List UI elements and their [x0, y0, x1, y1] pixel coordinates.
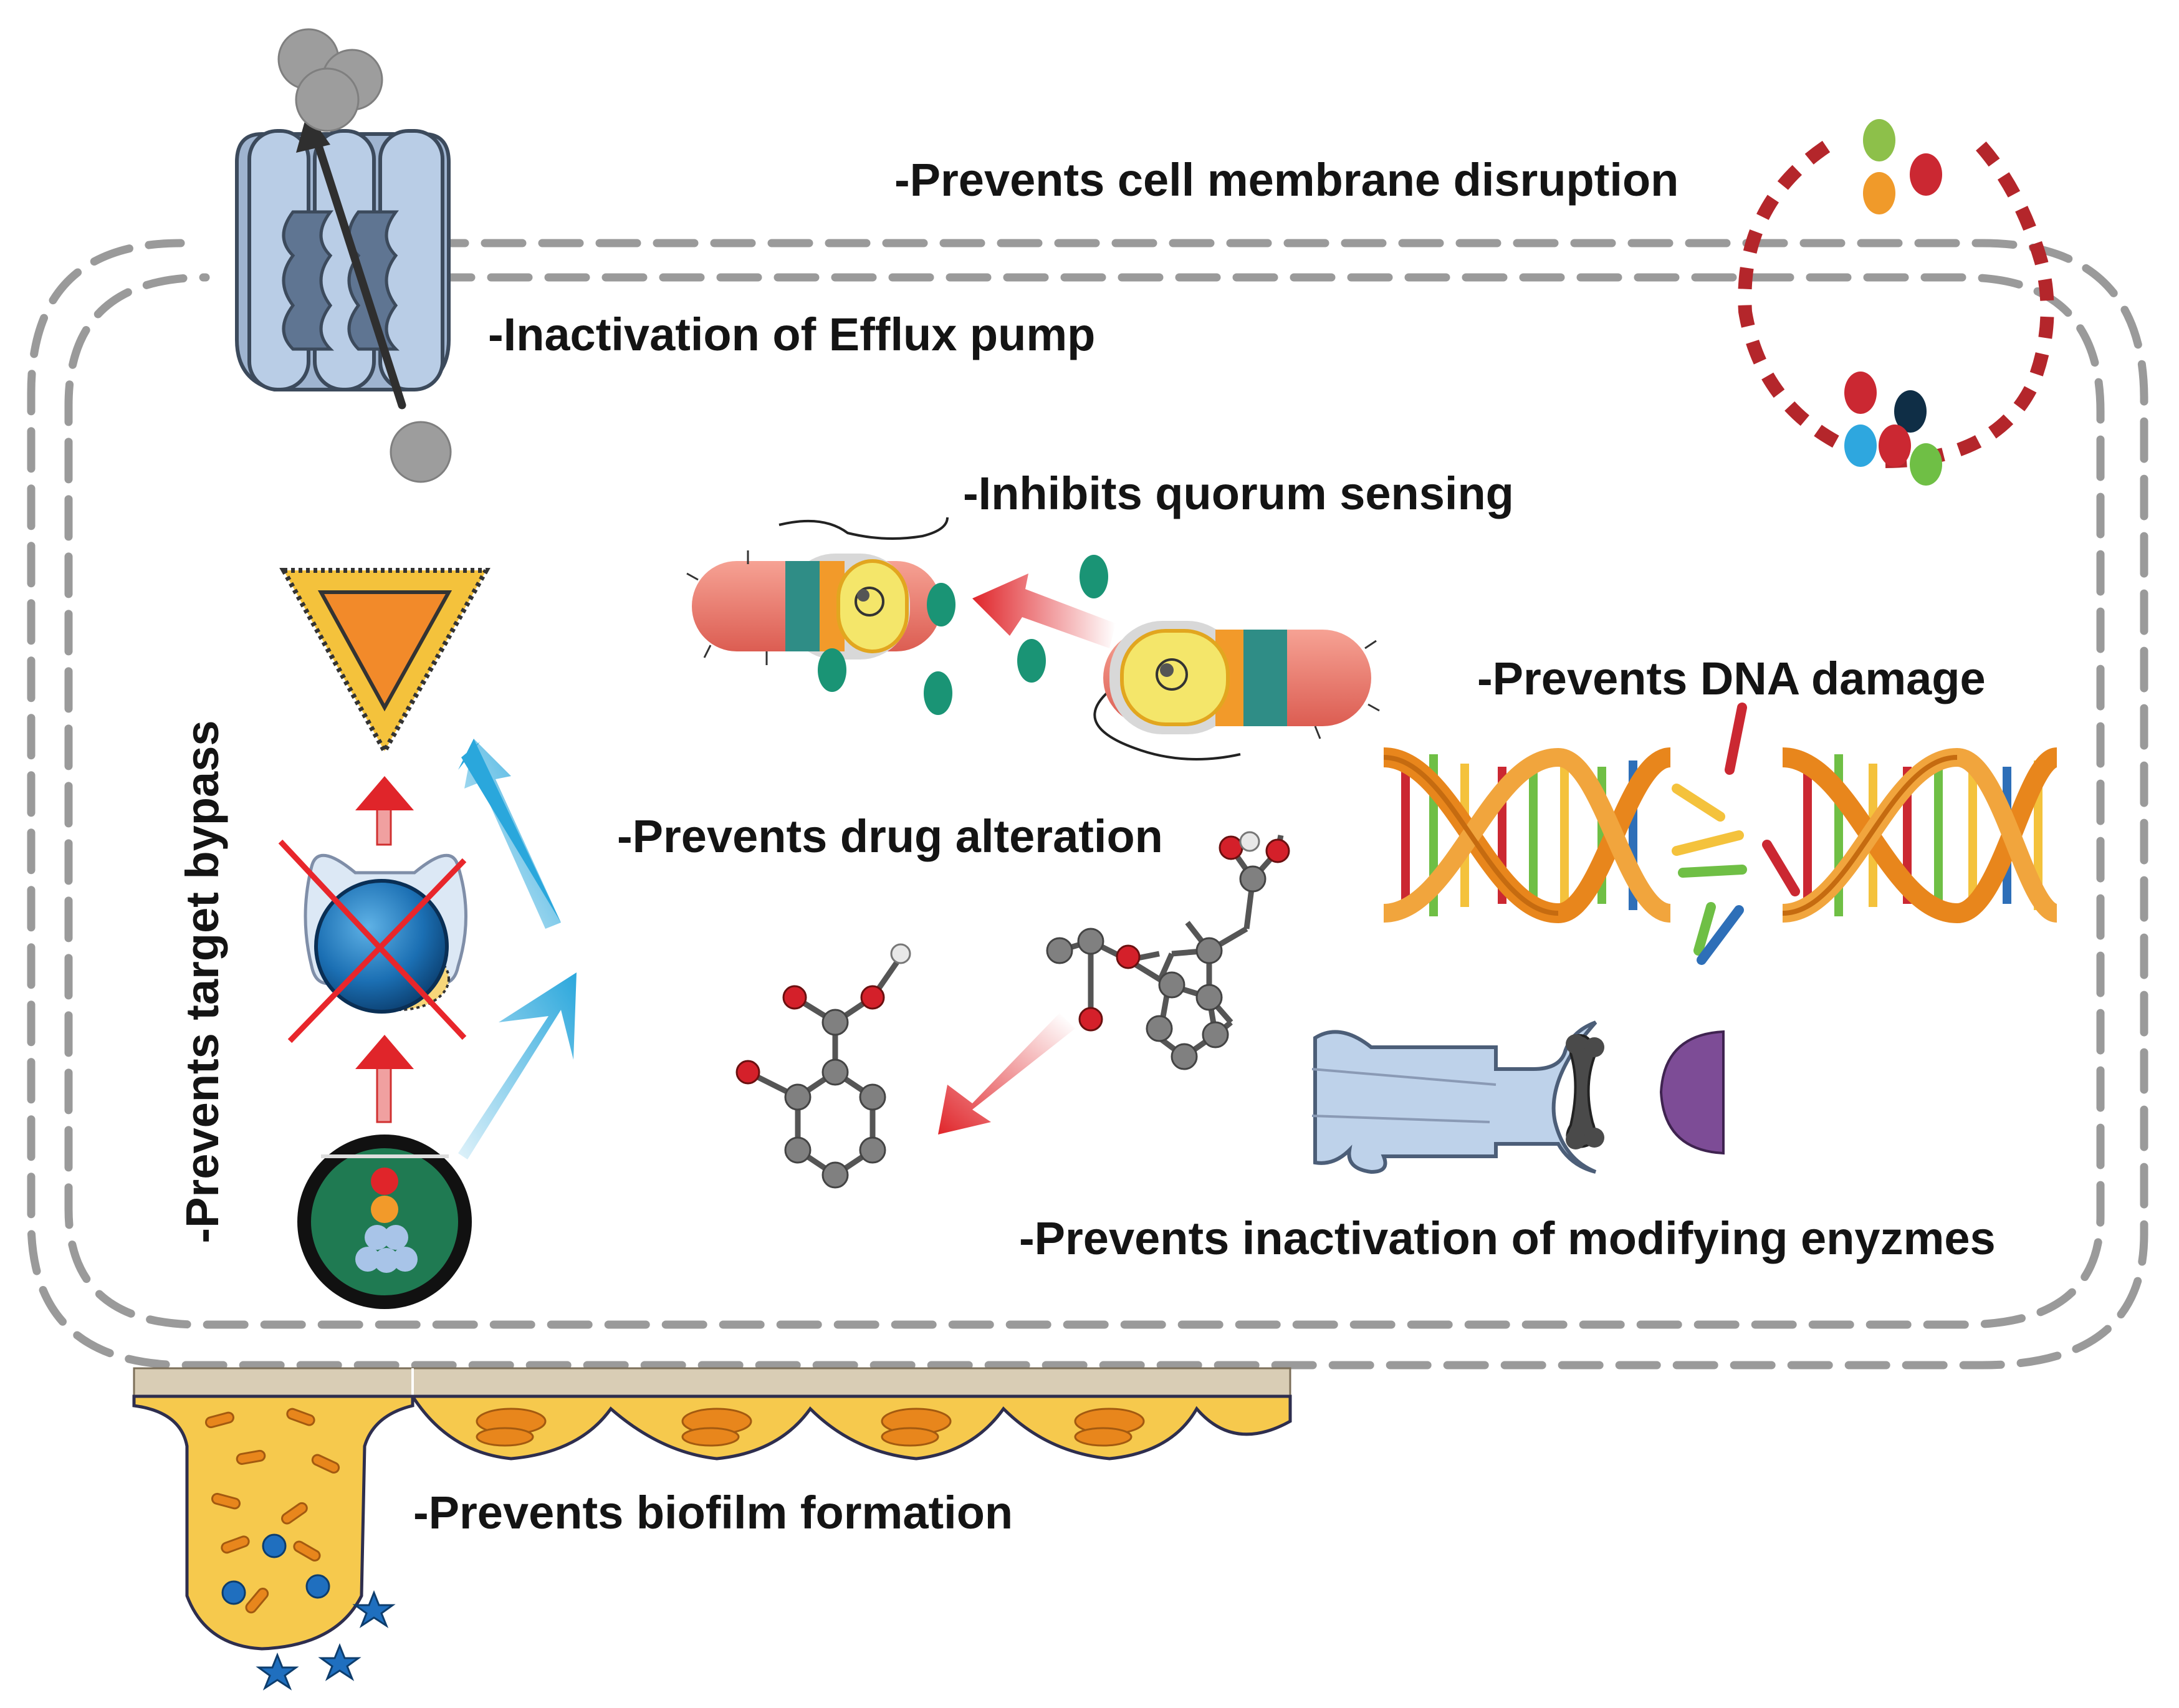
burst-membrane-icon — [1738, 119, 2054, 486]
salicylic-molecule-icon — [735, 943, 911, 1189]
cell-envelope — [27, 239, 2148, 1370]
inhibitor-half-disc-icon — [1659, 1030, 1725, 1155]
bacterium-left-icon — [686, 517, 949, 665]
label-efflux: -Inactivation of Efflux pump — [488, 309, 1096, 360]
inner-membrane — [64, 273, 2105, 1329]
blue-arrows — [458, 739, 577, 1159]
biofilm-surface-icon — [132, 1367, 1292, 1691]
dna-left-icon — [1382, 747, 1672, 924]
label-quorum: -Inhibits quorum sensing — [963, 468, 1514, 519]
autoinducers — [818, 555, 1108, 715]
target-triangle-icon — [279, 568, 491, 757]
efflux-pump-icon — [235, 112, 451, 410]
drug-alteration-arrow — [938, 1013, 1075, 1135]
outer-membrane — [27, 239, 2148, 1370]
ribosome-disc-icon — [297, 1135, 472, 1309]
drug-particles — [277, 28, 452, 483]
label-enzymes: -Prevents inactivation of modifying enyz… — [1019, 1212, 1996, 1264]
substrate-bone-icon — [1566, 1034, 1604, 1149]
dna-fragments — [1672, 703, 1800, 965]
dna-right-icon — [1781, 747, 2059, 924]
label-biofilm: -Prevents biofilm formation — [413, 1487, 1013, 1538]
label-dna: -Prevents DNA damage — [1477, 653, 1986, 704]
aspirin-molecule-icon — [1046, 831, 1290, 1070]
enzyme-icon — [1311, 1020, 1597, 1174]
target-bypass-red-arrows — [355, 776, 414, 1123]
label-drug-alteration: -Prevents drug alteration — [617, 810, 1163, 862]
quorum-arrow — [972, 573, 1116, 648]
label-target-bypass: -Prevents target bypass — [176, 720, 228, 1243]
bacterium-right-icon — [1093, 621, 1380, 760]
target-sphere-icon — [304, 853, 467, 1014]
cross-out-mark — [278, 839, 467, 1044]
label-membrane: -Prevents cell membrane disruption — [894, 154, 1679, 206]
